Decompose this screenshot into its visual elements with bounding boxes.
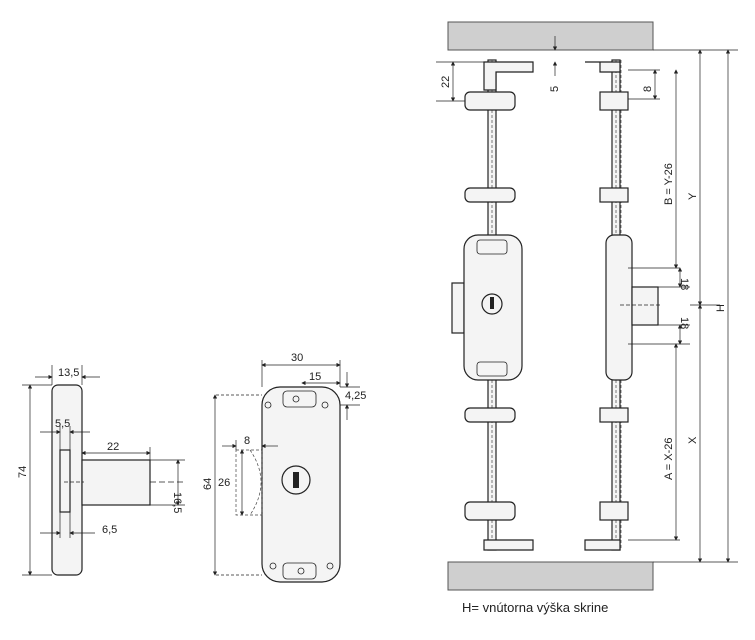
dim-rod-8: 8: [642, 86, 654, 92]
dim-rod-h: H: [715, 304, 727, 312]
side-view: 13,5 5,5 22 16,5 6,5 74: [17, 365, 185, 576]
bottom-shelf: [447, 561, 654, 591]
side-slot: [59, 449, 71, 513]
front-view: 30 15 4,25 8 64 26: [202, 352, 366, 583]
dim-rod-18-top: 18: [678, 278, 690, 290]
dim-74: 74: [17, 466, 29, 478]
dim-13-5: 13,5: [58, 367, 79, 379]
side-bolt-housing: [81, 459, 151, 506]
dim-rod-22: 22: [440, 76, 452, 88]
bottom-mount-tab: [282, 562, 317, 580]
side-lock-body: [605, 234, 633, 381]
dim-64: 64: [202, 478, 214, 490]
dim-15: 15: [309, 371, 321, 383]
side-guide-1: [599, 91, 629, 111]
dim-16-5: 16,5: [171, 492, 183, 513]
top-hook: [483, 61, 534, 91]
rod-assembly: 22 5 8 B = Y-26 18 18 A = X-26 Y: [436, 21, 738, 591]
dim-8: 8: [244, 435, 250, 447]
dim-rod-a: A = X-26: [663, 437, 675, 480]
dim-6-5: 6,5: [102, 524, 117, 536]
dim-4-25: 4,25: [345, 390, 366, 402]
guide-4: [464, 501, 516, 521]
side-guide-2: [599, 187, 629, 203]
hidden-bolt: [235, 449, 263, 516]
side-top-hook: [585, 61, 621, 73]
guide-3: [464, 407, 516, 423]
guide-2: [464, 187, 516, 203]
dim-rod-b: B = Y-26: [663, 163, 675, 205]
dim-rod-5: 5: [549, 86, 561, 92]
bolt-side: [451, 282, 465, 334]
side-bolt: [631, 286, 659, 326]
caption: H= vnútorna výška skrine: [462, 600, 608, 615]
dim-30: 30: [291, 352, 303, 364]
dim-26: 26: [218, 477, 230, 489]
guide-1: [464, 91, 516, 111]
side-bottom-hook: [584, 539, 621, 551]
side-guide-3: [599, 407, 629, 423]
dim-rod-18-bottom: 18: [678, 317, 690, 329]
dim-5-5: 5,5: [55, 418, 70, 430]
dim-rod-y: Y: [687, 192, 699, 200]
top-shelf: [447, 21, 654, 51]
dim-rod-x: X: [687, 436, 699, 444]
keyhole: [293, 472, 299, 488]
side-guide-4: [599, 501, 629, 521]
dim-22-side: 22: [107, 441, 119, 453]
top-mount-tab: [282, 390, 317, 408]
bottom-hook: [483, 539, 534, 551]
